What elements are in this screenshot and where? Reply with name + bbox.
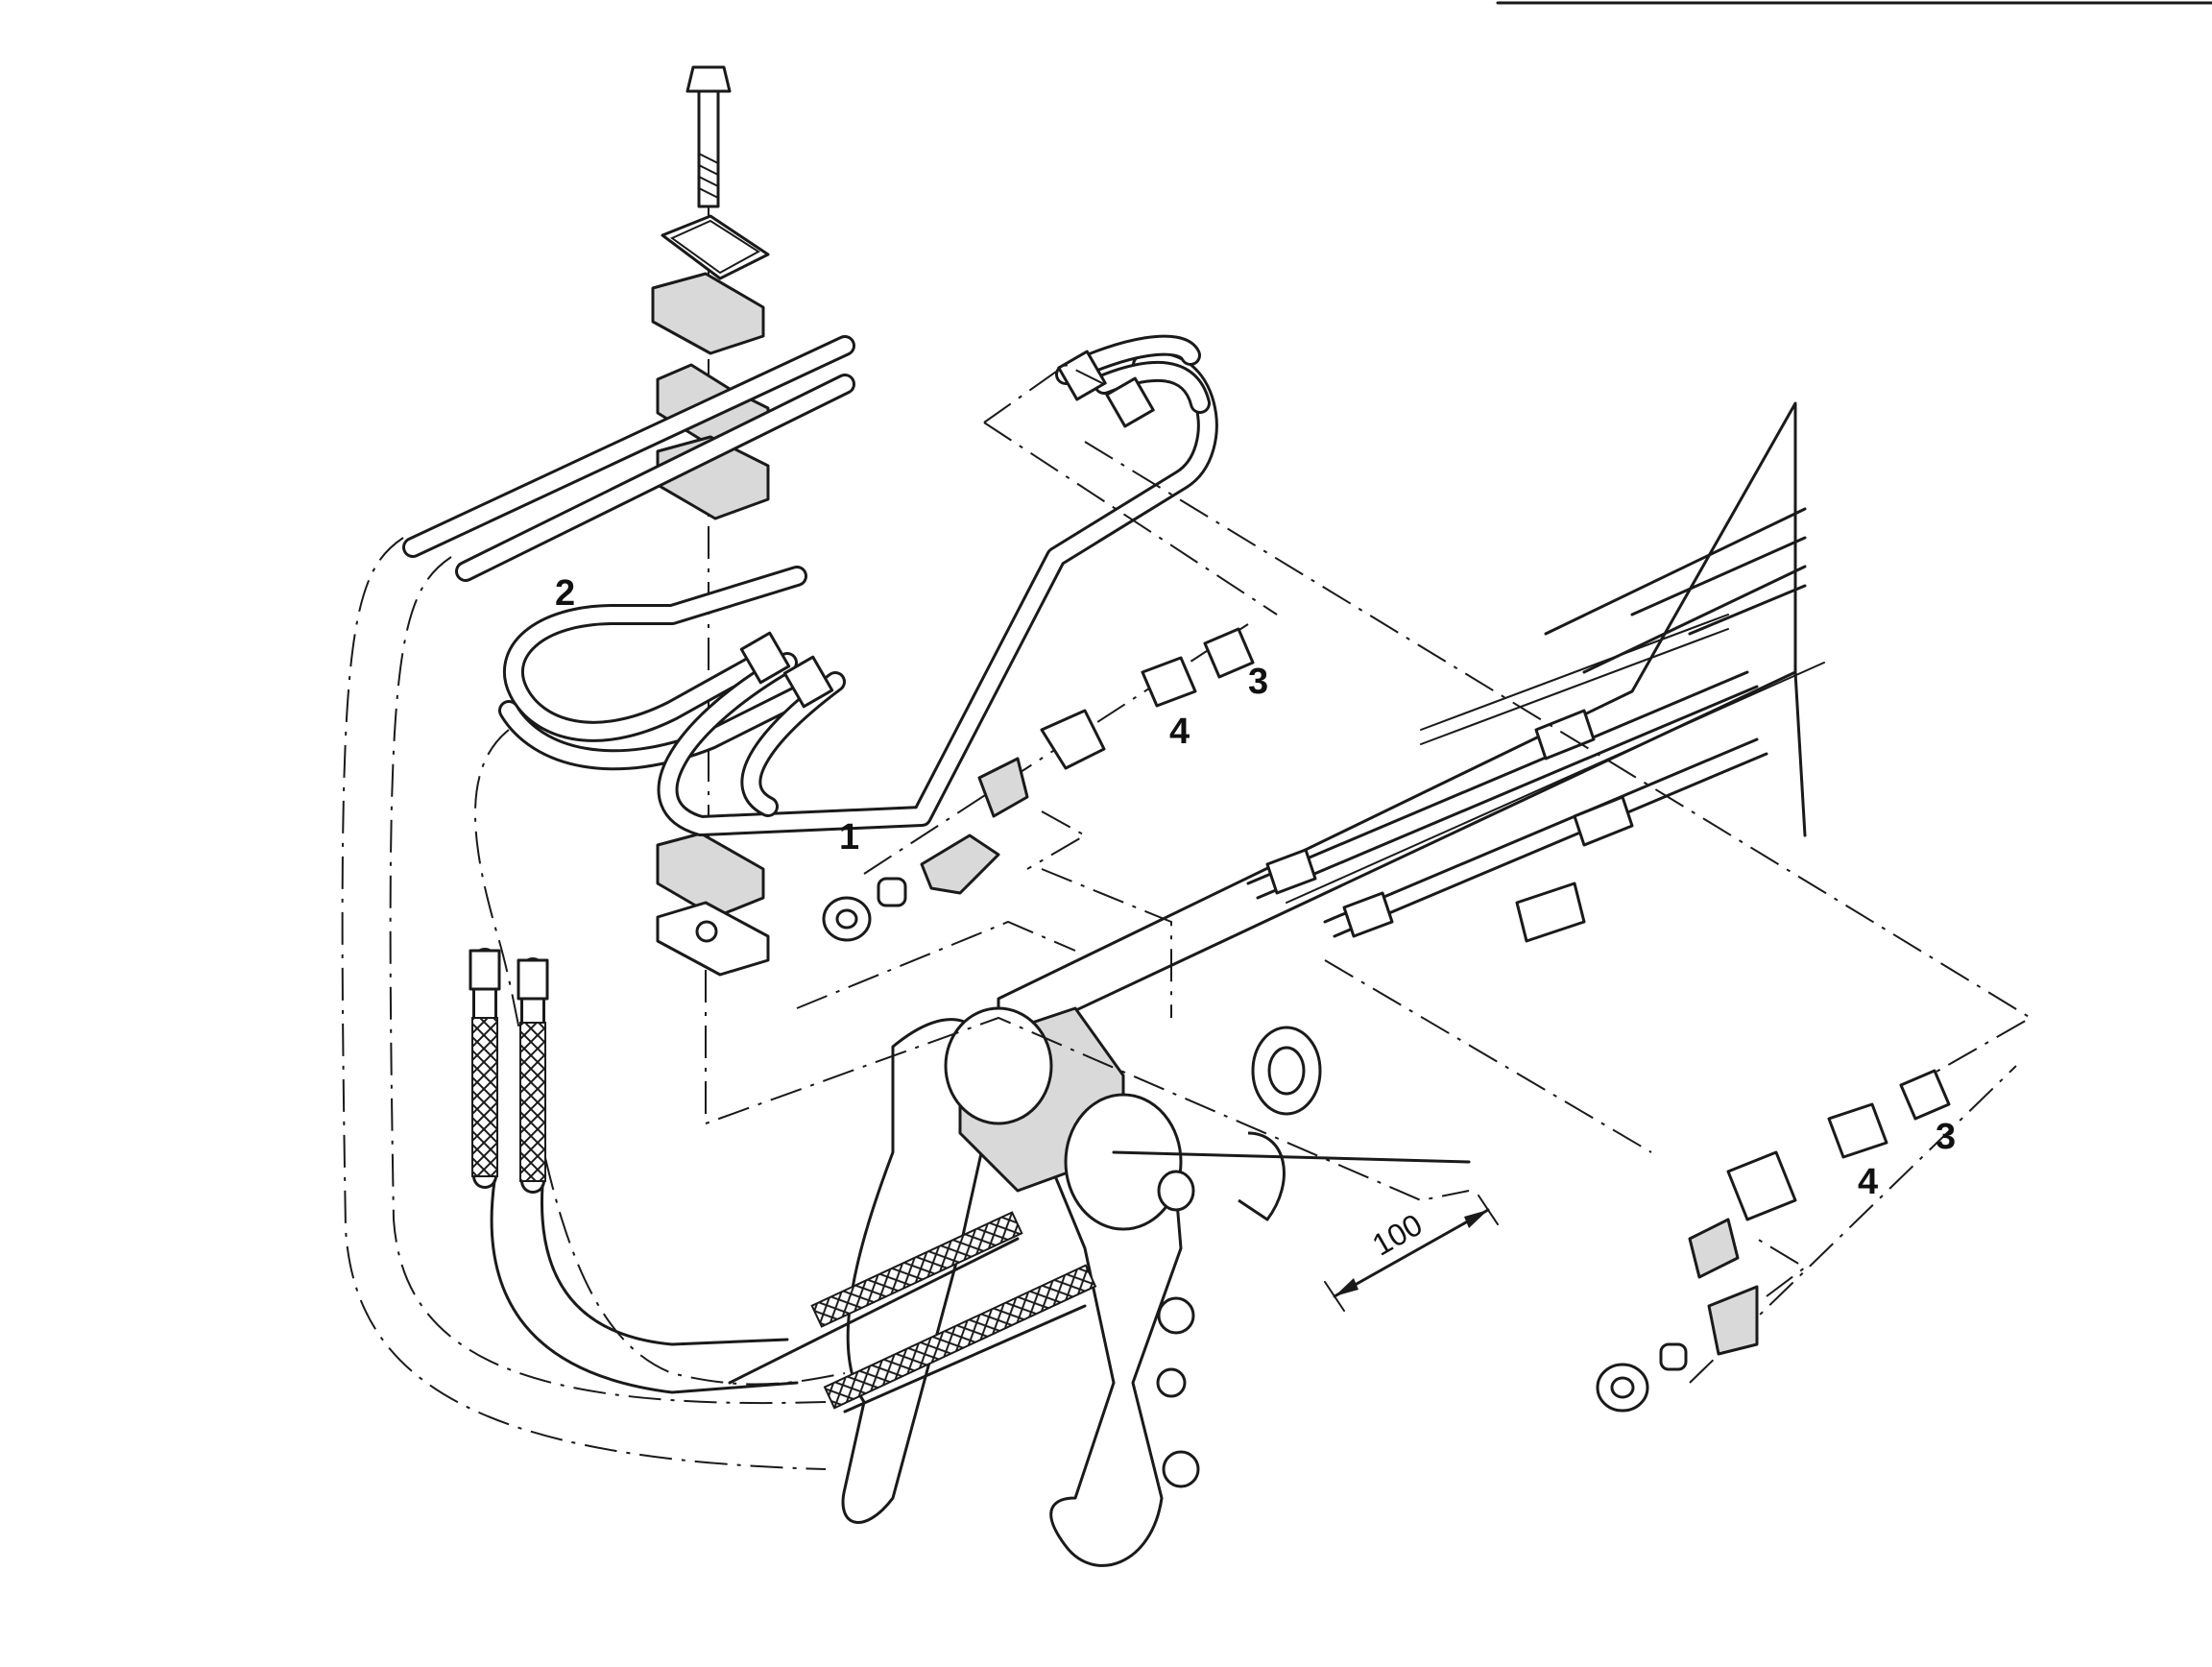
- hose-clamp-assembly: [651, 65, 770, 977]
- olive-lower: [1659, 1342, 1688, 1371]
- boom-arm: [997, 401, 1825, 1049]
- callout-4-upper: 4: [1169, 712, 1190, 752]
- union-nut-lower: [1726, 1150, 1797, 1221]
- callout-labels: 1 2 3 4 3 4: [555, 573, 1956, 1202]
- bolt: [685, 65, 732, 208]
- dimension-100: 100: [1324, 1195, 1499, 1312]
- lower-fittings: [1596, 1065, 2017, 1413]
- upper-clamp-half: [651, 272, 765, 355]
- fitting-4: [1141, 656, 1197, 708]
- upper-fittings: [822, 623, 1255, 942]
- quick-coupler: [841, 1006, 1471, 1567]
- pipe-end-nuts: [739, 350, 1155, 709]
- callout-4-lower: 4: [1858, 1162, 1878, 1202]
- tee-fitting: [1707, 1285, 1759, 1356]
- fitting-3: [1203, 627, 1255, 679]
- hoses: [469, 948, 799, 1394]
- coupler-hoses: [728, 1211, 1097, 1413]
- boom-pipe-run: [1246, 670, 1768, 943]
- clamp-pipes: [341, 335, 855, 1470]
- union-nut-4: [1040, 709, 1106, 770]
- dimension-value: 100: [1366, 1207, 1428, 1263]
- elbow-fitting-upper: [977, 757, 1029, 818]
- callout-1: 1: [839, 817, 859, 858]
- elbow-fitting-lower: [1688, 1218, 1740, 1279]
- elbow-fitting: [920, 834, 1000, 895]
- cover-plate: [661, 214, 770, 280]
- fitting-4-lower: [1827, 1102, 1888, 1159]
- fitting-3-lower: [1899, 1069, 1951, 1121]
- callout-3-lower: 3: [1936, 1117, 1956, 1157]
- callout-3-upper: 3: [1248, 662, 1268, 702]
- olive: [877, 877, 907, 907]
- assembly-leader-lines: [705, 363, 2032, 1297]
- weld-nut: [695, 920, 718, 943]
- callout-2: 2: [555, 573, 575, 614]
